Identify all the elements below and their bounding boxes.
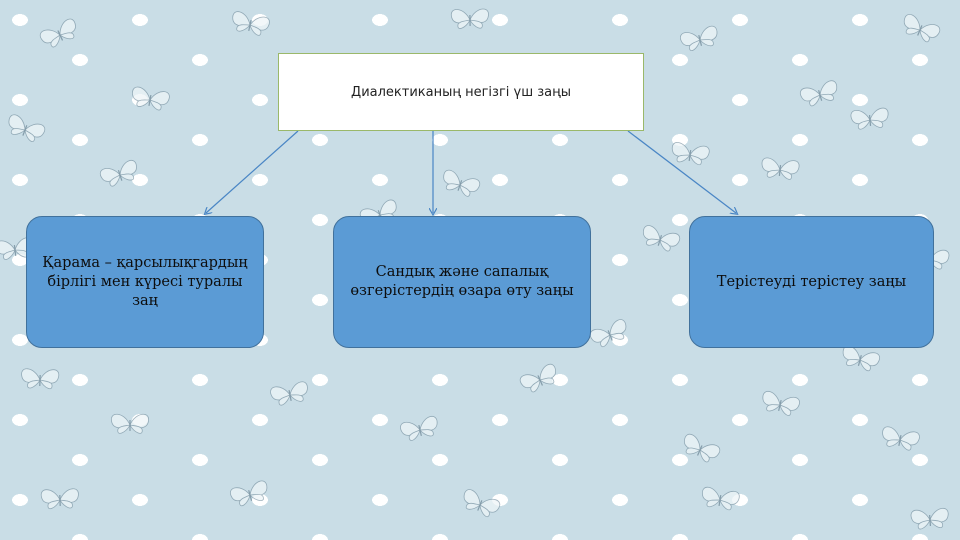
connector-left xyxy=(206,131,298,213)
node-text-line: Қарама – қарсылықгардың xyxy=(42,254,247,273)
node-text-line: өзгерістердің өзара өту заңы xyxy=(350,282,573,301)
node-negation-of-negation: Терістеуді терістеу заңы xyxy=(689,216,934,348)
connector-right xyxy=(628,131,736,213)
diagram-title: Диалектиканың негізгі үш заңы xyxy=(351,85,571,100)
node-text-line: заң xyxy=(42,292,247,311)
node-unity-of-opposites: Қарама – қарсылықгардың бірлігі мен күре… xyxy=(26,216,264,348)
node-text: Терістеуді терістеу заңы xyxy=(717,273,906,292)
node-text: Сандық және сапалық өзгерістердің өзара … xyxy=(350,263,573,301)
node-text-line: бірлігі мен күресі туралы xyxy=(42,273,247,292)
node-text-line: Терістеуді терістеу заңы xyxy=(717,273,906,292)
node-text-line: Сандық және сапалық xyxy=(350,263,573,282)
diagram-title-box: Диалектиканың негізгі үш заңы xyxy=(278,53,644,131)
node-text: Қарама – қарсылықгардың бірлігі мен күре… xyxy=(42,254,247,311)
node-quantity-quality: Сандық және сапалық өзгерістердің өзара … xyxy=(333,216,591,348)
